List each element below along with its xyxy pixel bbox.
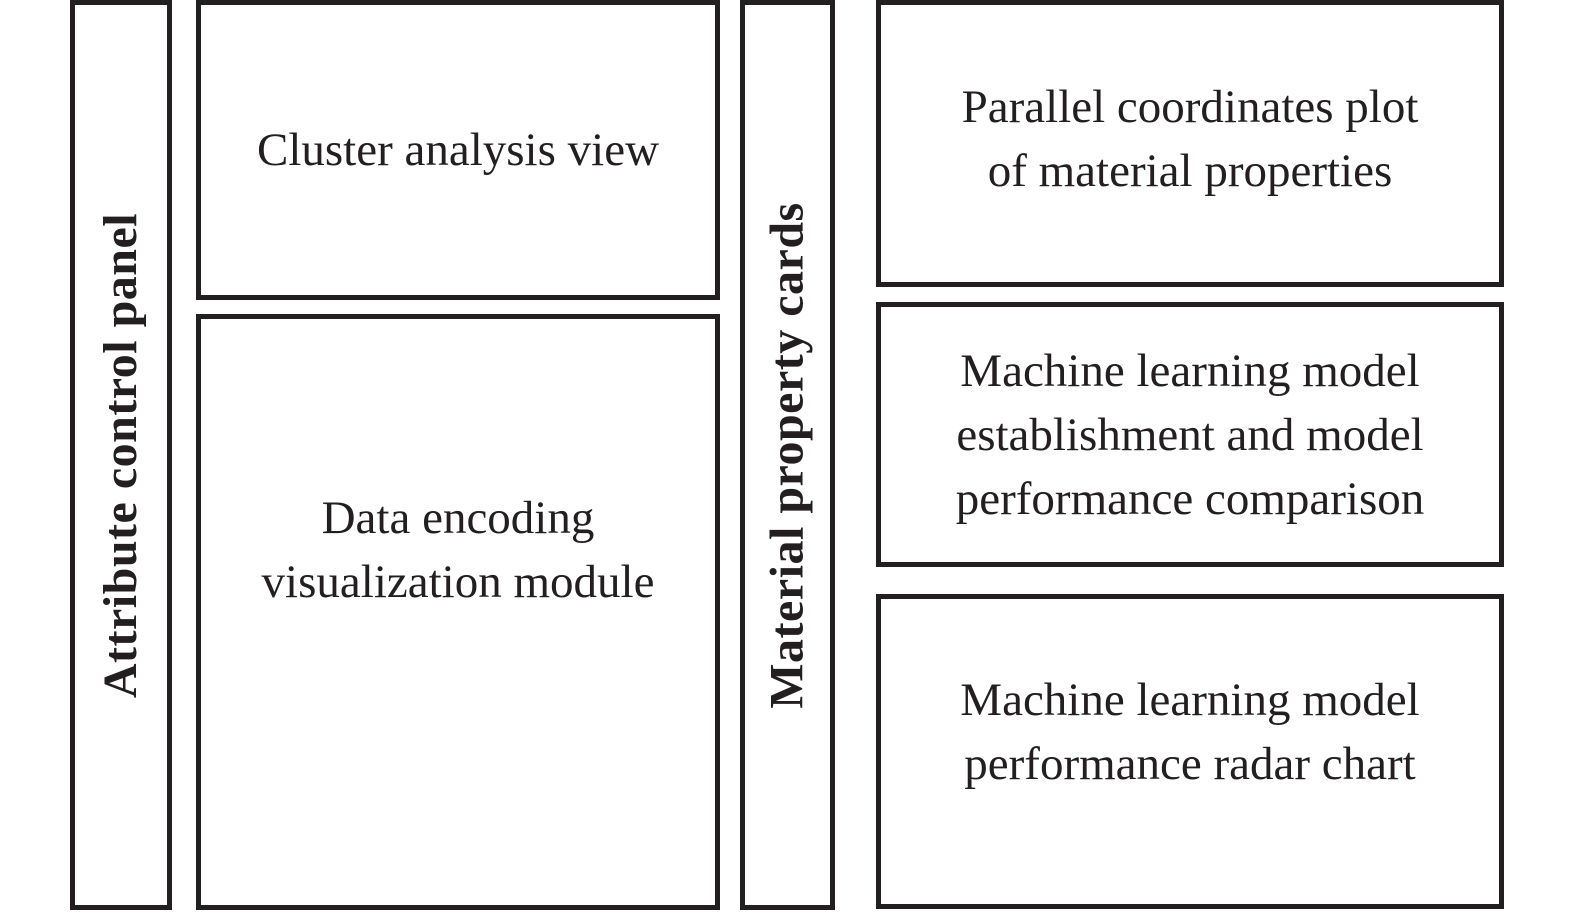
- ml-model-establishment-label-line1: Machine learning model: [960, 344, 1420, 397]
- ml-model-establishment-box: Machine learning model establishment and…: [876, 302, 1504, 567]
- ml-model-establishment-label-line2: establishment and model: [956, 408, 1424, 461]
- ml-radar-chart-label-line1: Machine learning model: [960, 673, 1420, 726]
- material-property-cards-label: Material property cards: [761, 201, 815, 709]
- attribute-control-panel: Attribute control panel: [70, 0, 172, 910]
- ml-radar-chart-label-line2: performance radar chart: [964, 737, 1416, 790]
- cluster-analysis-label-line: Cluster analysis view: [256, 124, 660, 176]
- data-encoding-box: Data encoding visualization module: [196, 314, 720, 910]
- ml-radar-chart-label: Machine learning model performance radar…: [960, 668, 1419, 796]
- parallel-coordinates-label-line1: Parallel coordinates plot: [961, 80, 1419, 133]
- parallel-coordinates-label: Parallel coordinates plot of material pr…: [962, 75, 1419, 203]
- data-encoding-label-line1: Data encoding: [321, 492, 595, 544]
- material-property-cards-panel: Material property cards: [740, 0, 835, 910]
- parallel-coordinates-box: Parallel coordinates plot of material pr…: [876, 0, 1504, 287]
- data-encoding-label-line2: visualization module: [261, 556, 655, 608]
- attribute-control-panel-label: Attribute control panel: [94, 212, 148, 698]
- ml-radar-chart-box: Machine learning model performance radar…: [876, 594, 1504, 909]
- data-encoding-label: Data encoding visualization module: [262, 486, 655, 614]
- ml-model-establishment-label-line3: performance comparison: [955, 472, 1425, 525]
- ml-model-establishment-label: Machine learning model establishment and…: [956, 339, 1425, 531]
- cluster-analysis-label: Cluster analysis view: [257, 118, 659, 182]
- cluster-analysis-box: Cluster analysis view: [196, 0, 720, 300]
- parallel-coordinates-label-line2: of material properties: [987, 144, 1393, 197]
